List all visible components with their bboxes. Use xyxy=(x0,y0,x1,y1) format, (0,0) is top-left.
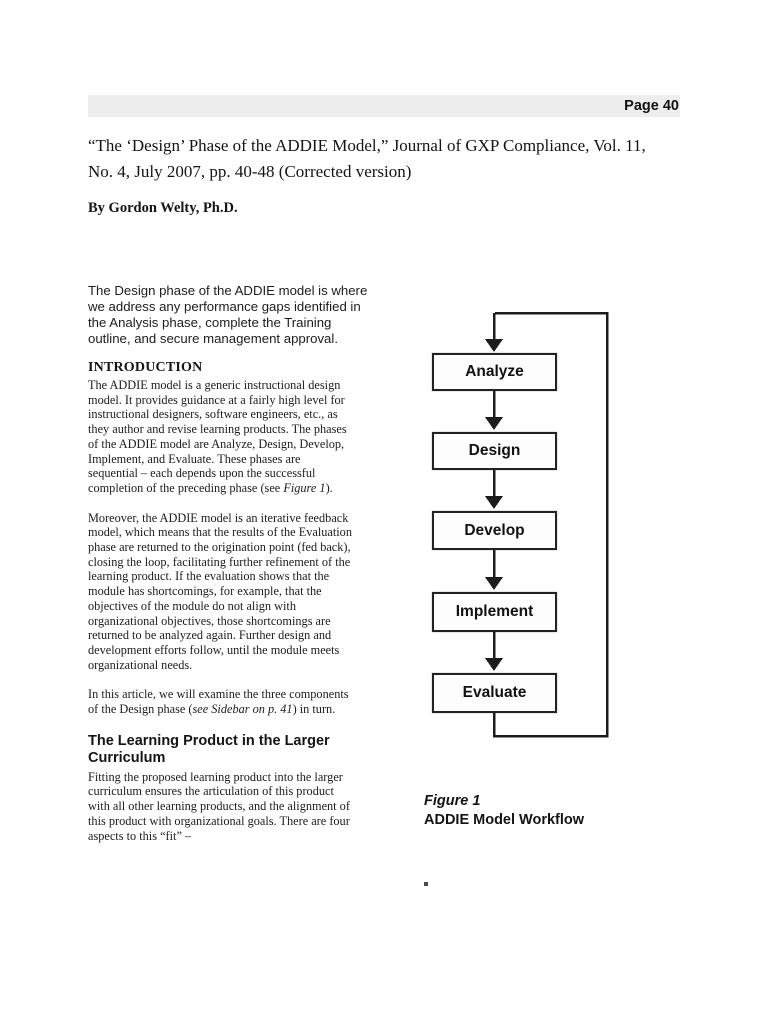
paragraph-text: The ADDIE model is a generic instruction… xyxy=(88,378,347,495)
paragraph-text: ). xyxy=(325,480,333,495)
addie-flowchart-figure: Analyze Design Develop Implement Evaluat… xyxy=(400,305,630,750)
introduction-heading: INTRODUCTION xyxy=(88,360,203,375)
feedback-loop-line xyxy=(492,311,609,738)
article-title: “The ‘Design’ Phase of the ADDIE Model,”… xyxy=(88,136,646,181)
figure-reference: Figure 1 xyxy=(283,480,326,495)
intro-paragraph-3: In this article, we will examine the thr… xyxy=(88,687,388,716)
page-header-bar: Page 40 xyxy=(88,95,680,117)
flow-node-analyze: Analyze xyxy=(432,353,557,391)
sidebar-reference: see Sidebar on p. 41 xyxy=(192,702,293,717)
figure-caption-title: ADDIE Model Workflow xyxy=(424,812,585,828)
figure-caption: Figure 1 ADDIE Model Workflow xyxy=(424,792,584,830)
intro-paragraph-1: The ADDIE model is a generic instruction… xyxy=(88,378,388,496)
arrowhead-into-analyze xyxy=(485,339,503,352)
flow-node-design: Design xyxy=(432,432,557,470)
arrowhead-implement-evaluate xyxy=(485,658,503,671)
learning-product-heading: The Learning Product in the Larger Curri… xyxy=(88,732,330,766)
arrowhead-analyze-design xyxy=(485,417,503,430)
paragraph-text: In this article, we will examine the thr… xyxy=(88,687,349,717)
flow-node-evaluate: Evaluate xyxy=(432,673,557,713)
arrowhead-develop-implement xyxy=(485,577,503,590)
flow-connectors xyxy=(485,311,609,738)
lead-abstract-paragraph: The Design phase of the ADDIE model is w… xyxy=(88,283,368,346)
page-number-label: Page 40 xyxy=(624,98,679,114)
paragraph-text: ) in turn. xyxy=(292,702,336,717)
scan-artifact-dot xyxy=(424,882,428,886)
flow-node-implement: Implement xyxy=(432,592,557,632)
section-paragraph-1: Fitting the proposed learning product in… xyxy=(88,769,350,843)
text-column: The Design phase of the ADDIE model is w… xyxy=(88,283,388,858)
flow-node-develop: Develop xyxy=(432,511,557,550)
intro-paragraph-2: Moreover, the ADDIE model is an iterativ… xyxy=(88,510,352,672)
arrowhead-design-develop xyxy=(485,496,503,509)
author-byline: By Gordon Welty, Ph.D. xyxy=(88,200,238,216)
figure-caption-label: Figure 1 xyxy=(424,793,481,809)
